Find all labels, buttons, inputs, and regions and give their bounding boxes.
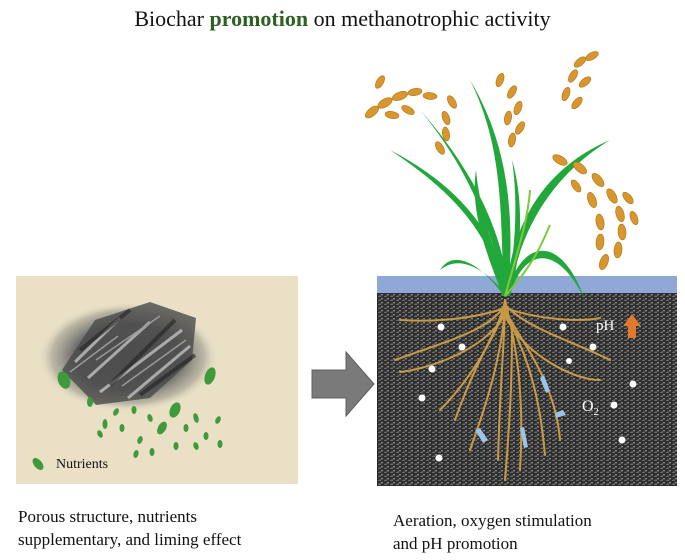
process-arrow	[311, 350, 375, 418]
right-caption-line2: and pH promotion	[393, 534, 518, 553]
o2-label: O2	[582, 398, 599, 418]
nutrients-legend-label: Nutrients	[56, 457, 109, 472]
right-caption-line1: Aeration, oxygen stimulation	[393, 511, 592, 530]
left-caption-line1: Porous structure, nutrients	[18, 507, 197, 526]
o2-letter: O	[582, 398, 594, 415]
rice-plant	[390, 80, 610, 300]
ph-label: pH	[596, 318, 615, 334]
title-suffix: on methanotrophic activity	[313, 6, 551, 31]
sem-image	[38, 302, 218, 412]
oxygen-bubbles	[418, 323, 637, 462]
water-streaks	[475, 375, 566, 448]
left-caption-line2: supplementary, and liming effect	[18, 530, 242, 549]
o2-subscript: 2	[593, 407, 599, 419]
left-caption: Porous structure, nutrients supplementar…	[18, 505, 318, 551]
plant-roots	[394, 299, 611, 481]
ph-up-arrow	[623, 314, 641, 338]
figure-title: Biochar promotion on methanotrophic acti…	[0, 6, 685, 32]
title-highlight: promotion	[209, 6, 309, 31]
title-prefix: Biochar	[134, 6, 204, 31]
rice-panicles	[365, 51, 639, 270]
nutrient-legend-icon	[32, 458, 44, 470]
right-caption: Aeration, oxygen stimulation and pH prom…	[393, 509, 683, 555]
nutrient-particles	[57, 367, 223, 458]
